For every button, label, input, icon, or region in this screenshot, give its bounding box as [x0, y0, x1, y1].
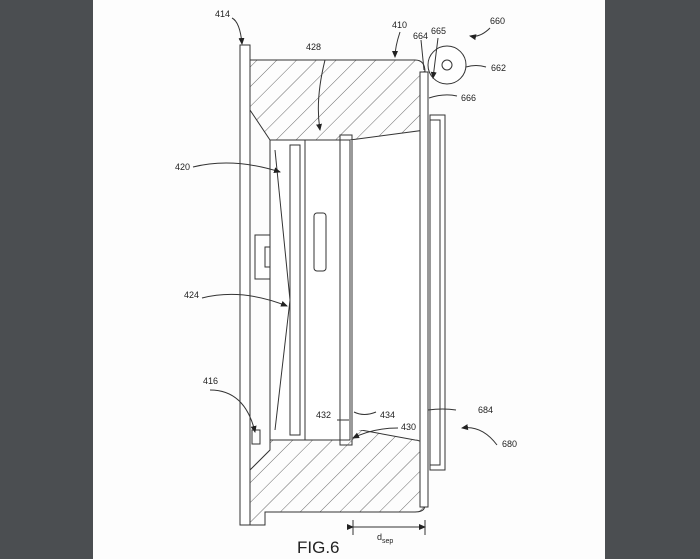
label-410: 410	[392, 20, 407, 30]
label-660: 660	[490, 16, 505, 26]
label-662: 662	[491, 63, 506, 73]
sensor-416	[251, 429, 261, 445]
housing-top	[249, 59, 426, 141]
slot	[313, 212, 327, 272]
window-666	[419, 71, 429, 508]
label-dsep: dsep	[377, 532, 393, 545]
sensor-660-center	[441, 59, 453, 71]
housing-bottom	[249, 427, 426, 526]
label-416: 416	[203, 376, 218, 386]
lens-element	[289, 144, 301, 436]
leader-lines	[192, 17, 498, 535]
label-684: 684	[478, 405, 493, 415]
label-414: 414	[215, 9, 230, 19]
lens-stack	[269, 139, 306, 441]
component-428	[304, 139, 351, 441]
label-428: 428	[306, 42, 321, 52]
label-666: 666	[461, 93, 476, 103]
ring-432	[339, 134, 353, 446]
label-665: 665	[431, 26, 446, 36]
figure-caption: FIG.6	[297, 538, 340, 557]
label-664: 664	[413, 31, 428, 41]
label-680: 680	[502, 439, 517, 449]
label-434: 434	[380, 410, 395, 420]
label-432: 432	[316, 410, 331, 420]
lens-line	[274, 299, 291, 431]
label-430: 430	[401, 422, 416, 432]
bore-interior	[350, 140, 425, 430]
label-420: 420	[175, 162, 190, 172]
module-680	[429, 114, 446, 471]
left-flange	[239, 44, 251, 526]
connector	[254, 234, 271, 280]
label-424: 424	[184, 290, 199, 300]
lens-line	[274, 149, 291, 301]
module-684	[429, 119, 441, 466]
